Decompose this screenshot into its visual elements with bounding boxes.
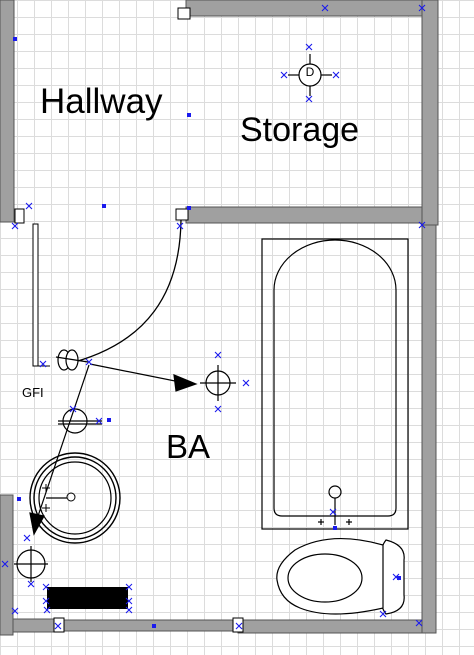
baseboard-heater: [47, 587, 128, 609]
wire-outlet-to-light: [89, 363, 181, 383]
bathtub: [261, 238, 409, 530]
gfi-outlet: [55, 349, 89, 371]
room-label-storage: Storage: [240, 111, 360, 149]
wall-right-bath: [421, 224, 437, 634]
toilet-seat: [287, 553, 363, 603]
wall-bottom-middle: [57, 619, 239, 632]
dryer-symbol: [288, 54, 332, 96]
handle-dot: [102, 204, 106, 208]
wall-storage-bath-divider: [185, 206, 423, 224]
handle-dot: [152, 624, 156, 628]
jamb-hall-right: [175, 208, 189, 221]
vanity-light: [58, 408, 102, 434]
jamb-top: [177, 7, 191, 20]
wall-left-upper: [0, 0, 15, 223]
sink-drain: [66, 492, 76, 502]
sink-outer: [29, 452, 121, 544]
wire-arrowhead-light: [173, 374, 198, 392]
wall-bottom-right: [237, 619, 423, 634]
handle-dot: [187, 113, 191, 117]
wiring: [29, 363, 198, 536]
heater-handle-4: [42, 597, 50, 605]
toilet: [276, 538, 405, 615]
handle-dot: [107, 418, 111, 422]
handle-x-marks: [1, 4, 426, 630]
wall-light: [14, 546, 48, 582]
jamb-hall-left: [14, 208, 25, 224]
heater-handle-8: [125, 597, 133, 605]
handle-dot: [397, 576, 401, 580]
heater-handles: [42, 583, 133, 605]
room-label-hallway: Hallway: [40, 82, 163, 121]
handle-dots: [13, 37, 401, 628]
selection-handles: [1, 4, 426, 630]
wire-arrowhead-lower: [29, 512, 45, 536]
heater-handle-6: [125, 583, 133, 591]
heater-handle-2: [42, 583, 50, 591]
handle-dot: [13, 37, 17, 41]
bathtub-inner: [273, 239, 397, 517]
gfi-label: GFI: [22, 385, 44, 400]
door-swing-arc: [62, 219, 182, 366]
wall-top-storage: [185, 0, 423, 17]
dryer-label: D: [305, 65, 315, 79]
wall-right-storage: [421, 0, 439, 226]
gfi-outlet-bar: [55, 356, 89, 363]
wire-outlet-to-lower: [35, 364, 90, 523]
handle-dot: [187, 206, 191, 210]
handle-dot: [333, 526, 337, 530]
wall-bottom-left: [12, 618, 59, 633]
sink-rim: [33, 456, 117, 540]
sink-basin: [38, 461, 112, 535]
handle-dot: [17, 497, 21, 501]
hall-door-panel: [32, 223, 39, 367]
tub-drain: [328, 485, 342, 499]
ceiling-light: [200, 365, 236, 401]
room-label-bathroom: BA: [166, 428, 211, 465]
